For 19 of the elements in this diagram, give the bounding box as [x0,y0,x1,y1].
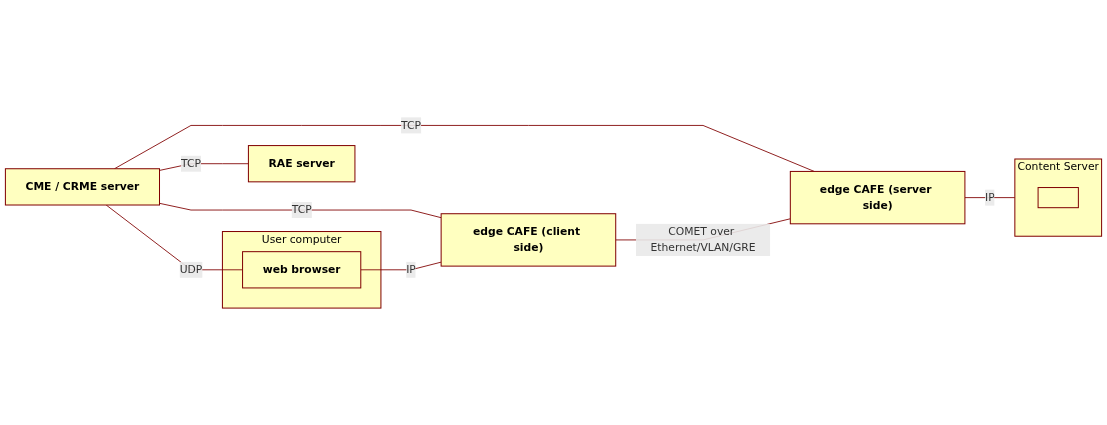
connector [360,261,442,270]
node-box: edge CAFE (client side) [440,213,617,267]
edge-label: TCP [291,203,312,216]
node-box: edge CAFE (server side) [789,170,966,225]
connector [159,202,442,218]
edge-label: IP [406,262,416,276]
edge-label: UDP [179,262,203,276]
cluster: Content Server [1014,158,1103,237]
edge-label: COMET over Ethernet/VLAN/GRE [650,224,756,254]
edge-label: TCP [181,156,201,170]
edge-label: IP [985,190,995,204]
node-box [1037,186,1079,208]
node-box: CME / CRME server [4,168,160,206]
node-box: RAE server [247,144,356,183]
connector [105,204,243,270]
connector [114,124,815,172]
node-box: web browser [242,250,362,289]
connector [159,163,249,171]
edge-label: TCP [401,118,421,132]
